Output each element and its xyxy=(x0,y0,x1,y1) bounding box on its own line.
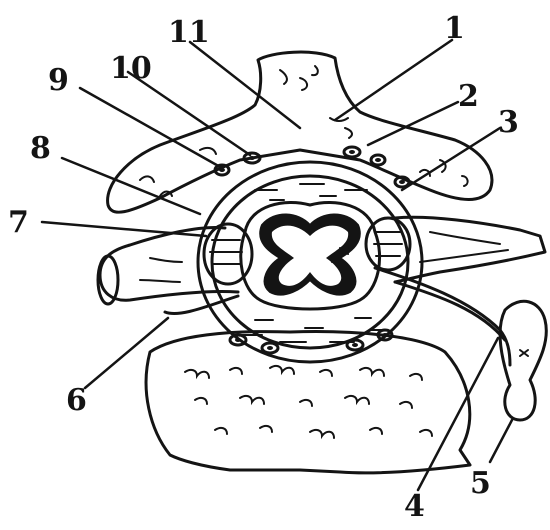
label-3: 3 xyxy=(498,105,519,140)
label-9: 9 xyxy=(48,63,69,98)
leader-line-1 xyxy=(335,40,452,120)
label-5: 5 xyxy=(470,466,491,501)
label-11: 11 xyxy=(168,15,210,50)
vertebral-body xyxy=(146,332,470,473)
label-10: 10 xyxy=(110,51,152,86)
vertebral-arch xyxy=(108,52,492,212)
leader-line-7 xyxy=(42,222,206,236)
label-1: 1 xyxy=(444,11,465,46)
leader-line-5 xyxy=(490,420,512,462)
label-4: 4 xyxy=(404,489,425,524)
label-7: 7 xyxy=(8,205,29,240)
label-8: 8 xyxy=(30,131,51,166)
label-6: 6 xyxy=(66,383,87,418)
label-2: 2 xyxy=(458,79,479,114)
spinal-cord xyxy=(241,202,380,309)
